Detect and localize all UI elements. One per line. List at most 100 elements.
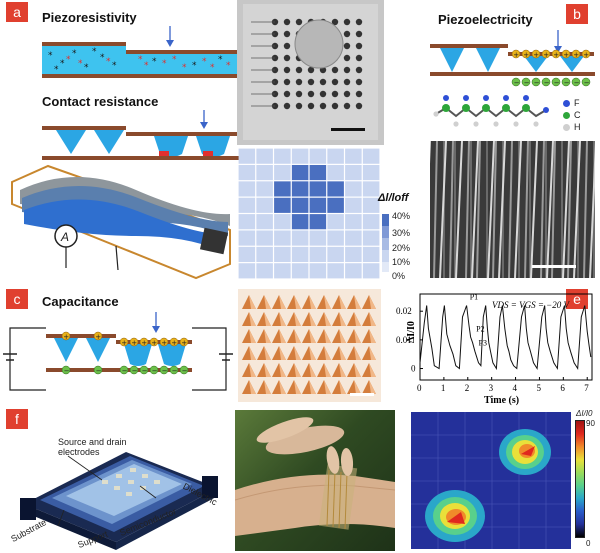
nanowire	[476, 141, 481, 278]
electrode-dot	[355, 78, 363, 86]
panel-a-tag: a	[6, 2, 28, 22]
electrode-dot	[319, 90, 327, 98]
ammeter-label: A	[60, 230, 69, 244]
sensor-array-photo	[237, 0, 384, 145]
heatmap-cell	[327, 214, 344, 230]
svg-text:*: *	[192, 61, 197, 71]
peak-label-p3: P3	[479, 339, 487, 348]
svg-text:*: *	[60, 59, 65, 69]
x-tick-label: 6	[560, 383, 565, 393]
pyramid-microstructure-image	[238, 289, 381, 402]
atom-legend: F C H	[563, 98, 599, 138]
heatmap-cell	[362, 263, 380, 279]
heatmap-cell	[256, 214, 273, 230]
electrode-dot	[295, 78, 303, 86]
nanowire	[514, 141, 522, 278]
electrode-dot	[331, 90, 339, 98]
positive-charge	[541, 49, 551, 59]
svg-text:−: −	[162, 367, 168, 375]
positive-charge	[169, 337, 179, 347]
nanowire	[492, 141, 497, 278]
capacitance-title: Capacitance	[42, 294, 119, 309]
svg-text:−: −	[152, 367, 158, 375]
electrode-dot	[319, 102, 327, 110]
negative-charge	[61, 365, 71, 375]
heatmap-cell	[345, 197, 362, 213]
heatmap-cell	[362, 164, 380, 181]
electrode-dot	[283, 66, 291, 74]
electrode-dot	[343, 18, 351, 26]
negative-charge	[139, 365, 149, 375]
electrode-dot	[283, 102, 291, 110]
svg-text:−: −	[544, 79, 550, 87]
svg-text:−: −	[132, 367, 138, 375]
positive-charge	[571, 49, 581, 59]
electrode-dot	[283, 42, 291, 50]
svg-text:+: +	[95, 333, 101, 341]
electrode-dot	[355, 42, 363, 50]
negative-charge	[149, 365, 159, 375]
heatmap-cell	[256, 263, 273, 279]
negative-charge	[541, 77, 551, 87]
legend-hydrogen: H	[574, 122, 581, 132]
heatmap-cell	[362, 181, 380, 197]
svg-text:−: −	[122, 367, 128, 375]
y-tick-label: 0.01	[396, 335, 412, 345]
electrode-dot	[355, 18, 363, 26]
heatmap-cell	[291, 181, 309, 197]
negative-charge	[129, 365, 139, 375]
positive-charge	[511, 49, 521, 59]
heatmap-legend-title: Δl/loff	[378, 192, 409, 204]
heatmap-cell	[256, 230, 273, 246]
electrode-dot	[283, 90, 291, 98]
capacitance-diagram: +++++++++ −−−−−−−−−	[3, 312, 233, 391]
heatmap-cell	[238, 197, 256, 213]
heatmap-cell	[345, 181, 362, 197]
heatmap-cell	[274, 214, 291, 230]
colorbar-tick-min: 0	[586, 539, 591, 548]
series-line	[419, 305, 592, 371]
svg-text:+: +	[171, 339, 177, 347]
heatmap-cell	[309, 181, 327, 197]
x-tick-label: 0	[417, 383, 422, 393]
electrode-dot	[331, 78, 339, 86]
svg-text:+: +	[573, 51, 579, 59]
negative-charge	[93, 365, 103, 375]
heatmap-cell	[327, 181, 344, 197]
electrode-dot	[331, 102, 339, 110]
legend-tick-10: 10%	[392, 257, 411, 267]
svg-text:*: *	[84, 63, 89, 73]
heatmap-cell	[309, 263, 327, 279]
negative-charge	[581, 77, 591, 87]
electrode-dot	[295, 18, 303, 26]
svg-text:*: *	[78, 59, 83, 69]
svg-text:*: *	[138, 55, 143, 65]
colorbar-title: ΔI/I0	[576, 409, 593, 418]
legend-tick-40: 40%	[392, 211, 411, 221]
colorbar-tick-max: 90	[586, 419, 595, 428]
svg-text:−: −	[96, 367, 102, 375]
piezoresistivity-diagram: **** **** *** *** **** ****	[42, 26, 242, 78]
nanowire	[540, 141, 545, 278]
svg-text:+: +	[513, 51, 519, 59]
svg-text:−: −	[142, 367, 148, 375]
heatmap-cell	[362, 230, 380, 246]
scale-bar	[532, 265, 576, 268]
x-tick-label: 3	[489, 383, 494, 393]
svg-text:*: *	[100, 53, 105, 63]
positive-charge	[61, 331, 71, 341]
svg-text:*: *	[144, 61, 149, 71]
svg-text:*: *	[92, 47, 97, 57]
heatmap-cell	[291, 164, 309, 181]
svg-text:*: *	[54, 65, 59, 75]
heatmap-cell	[238, 148, 256, 164]
electrode-dot	[307, 66, 315, 74]
electrode-dot	[331, 66, 339, 74]
flexible-sensor-illustration: A	[11, 164, 231, 280]
heatmap-cell	[327, 263, 344, 279]
heatmap-cell	[309, 148, 327, 164]
heatmap-cell	[238, 230, 256, 246]
nanowire	[508, 141, 513, 278]
transistor-array-schematic	[20, 452, 218, 550]
